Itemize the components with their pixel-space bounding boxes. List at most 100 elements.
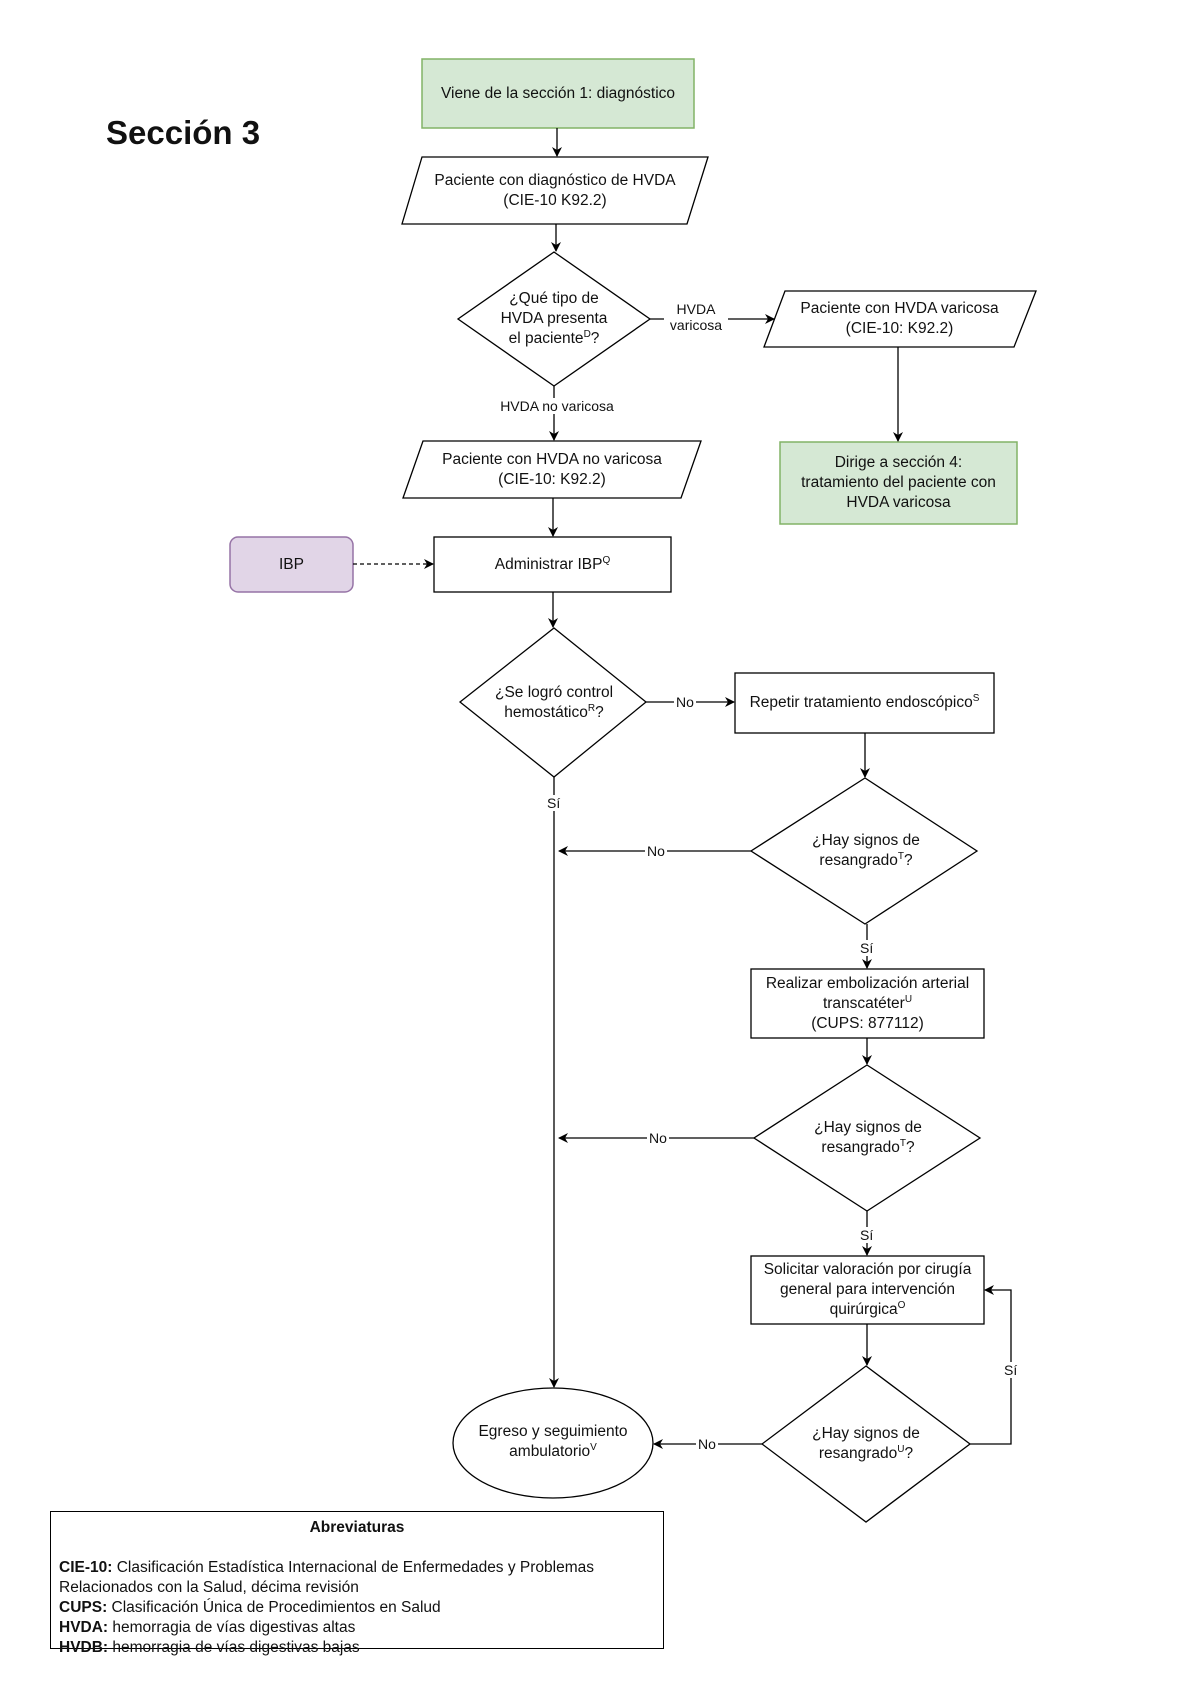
- abbreviation-definition: Relacionados con la Salud, décima revisi…: [59, 1579, 359, 1596]
- administer-label: Administrar IBPQ: [434, 537, 671, 592]
- egress-line1: Egreso y seguimiento: [478, 1423, 628, 1440]
- administer-line: Administrar IBPQ: [495, 555, 610, 575]
- abbreviation-definition: hemorragia de vías digestivas bajas: [108, 1639, 360, 1656]
- hvda-patient-label: Paciente con diagnóstico de HVDA (CIE-10…: [412, 157, 698, 224]
- rebleed1-label: ¿Hay signos de resangradoT?: [786, 828, 946, 874]
- abbreviation-item: CIE-10: Clasificación Estadística Intern…: [59, 1558, 655, 1578]
- embolization-box: [750, 968, 985, 1039]
- non-varicose-parallelogram: [402, 440, 702, 499]
- control-question-mark: ?: [595, 704, 604, 721]
- surgery-line2: general para intervención: [780, 1281, 955, 1298]
- non-varicose-label: Paciente con HVDA no varicosa (CIE-10: K…: [413, 441, 691, 498]
- edge-label-hvda-no-varicosa: HVDA no varicosa: [494, 398, 620, 414]
- type-question-mark: ?: [590, 330, 600, 347]
- abbreviation-item: Relacionados con la Salud, décima revisi…: [59, 1578, 655, 1598]
- type-question-line3: el pacienteD?: [509, 329, 600, 349]
- repeat-box: [734, 672, 995, 734]
- surgery-text: quirúrgica: [829, 1301, 898, 1318]
- edge-label-rebleed2-no: No: [647, 1130, 669, 1146]
- abbreviation-definition: Clasificación Única de Procedimientos en…: [107, 1599, 441, 1616]
- repeat-text: Repetir tratamiento endoscópico: [749, 694, 973, 711]
- abbreviation-item: HVDA: hemorragia de vías digestivas alta…: [59, 1618, 655, 1638]
- control-question-line2: hemostáticoR?: [504, 703, 603, 723]
- rebleed1-superscript: T: [897, 850, 904, 862]
- section4-line2: tratamiento del paciente con: [801, 474, 996, 491]
- varicose-line2: (CIE-10: K92.2): [845, 320, 954, 337]
- abbreviation-term: HVDB:: [59, 1639, 109, 1656]
- rebleed2-line2: resangradoT?: [821, 1138, 914, 1158]
- type-question-line2: HVDA presenta: [500, 310, 608, 327]
- abbreviation-definition: hemorragia de vías digestivas altas: [108, 1619, 356, 1636]
- repeat-label: Repetir tratamiento endoscópicoS: [735, 673, 994, 733]
- rebleed2-mark: ?: [905, 1139, 915, 1156]
- varicose-parallelogram: [763, 290, 1037, 348]
- surgery-superscript: O: [897, 1299, 906, 1311]
- rebleed2-label: ¿Hay signos de resangradoT?: [788, 1115, 948, 1161]
- administer-superscript: Q: [602, 554, 611, 566]
- edge-label-rebleed1-no: No: [645, 843, 667, 859]
- rebleed3-text: resangrado: [818, 1445, 898, 1462]
- egress-text: ambulatorio: [509, 1443, 591, 1460]
- edge-label-rebleed3-no: No: [696, 1436, 718, 1452]
- embolization-superscript: U: [904, 993, 913, 1005]
- embolization-label: Realizar embolización arterial transcaté…: [751, 969, 984, 1038]
- rebleed1-line2: resangradoT?: [819, 851, 912, 871]
- egress-superscript: V: [590, 1441, 597, 1453]
- rebleed2-superscript: T: [899, 1137, 906, 1149]
- start-box: [421, 58, 695, 129]
- abbreviation-item: CUPS: Clasificación Única de Procedimien…: [59, 1598, 655, 1618]
- surgery-label: Solicitar valoración por cirugía general…: [751, 1256, 984, 1324]
- ibp-text: IBP: [279, 555, 304, 573]
- embolization-line3: (CUPS: 877112): [811, 1014, 924, 1032]
- abbreviation-definition: Clasificación Estadística Internacional …: [112, 1559, 595, 1576]
- control-question-superscript: R: [587, 702, 596, 714]
- rebleed3-line2: resangradoU?: [819, 1444, 913, 1464]
- administer-text: Administrar IBP: [494, 555, 603, 573]
- rebleed3-label: ¿Hay signos de resangradoU?: [786, 1421, 946, 1467]
- start-text: Viene de la sección 1: diagnóstico: [440, 84, 676, 102]
- surgery-box: [750, 1255, 985, 1325]
- surgery-line1: Solicitar valoración por cirugía: [763, 1261, 972, 1278]
- varicose-line1: Paciente con HVDA varicosa: [800, 300, 999, 317]
- egress-line2: ambulatorioV: [509, 1442, 597, 1462]
- non-varicose-line2: (CIE-10: K92.2): [498, 470, 606, 488]
- repeat-line: Repetir tratamiento endoscópicoS: [750, 693, 980, 713]
- section4-box: [779, 441, 1018, 525]
- egress-label: Egreso y seguimiento ambulatorioV: [463, 1415, 643, 1469]
- abbreviation-item: HVDB: hemorragia de vías digestivas baja…: [59, 1638, 655, 1658]
- section4-label: Dirige a sección 4: tratamiento del paci…: [780, 442, 1017, 524]
- abbreviation-term: CUPS:: [59, 1599, 108, 1616]
- embolization-line2: transcatéterU: [823, 994, 912, 1014]
- non-varicose-line1: Paciente con HVDA no varicosa: [442, 450, 662, 468]
- type-question-line1: ¿Qué tipo de: [509, 290, 599, 307]
- rebleed3-mark: ?: [904, 1445, 914, 1462]
- ibp-label: IBP: [230, 537, 353, 592]
- section-title: Sección 3: [106, 114, 261, 151]
- type-question-superscript: D: [583, 328, 591, 340]
- surgery-line3: quirúrgicaO: [830, 1300, 906, 1320]
- rebleed1-decision-diamond: [749, 777, 979, 925]
- embolization-text: transcatéter: [822, 994, 905, 1012]
- rebleed1-text: resangrado: [819, 852, 898, 869]
- hvda-patient-line1: Paciente con diagnóstico de HVDA: [434, 171, 676, 189]
- edge-label-control-si: Sí: [545, 795, 563, 811]
- rebleed3-line1: ¿Hay signos de: [812, 1425, 920, 1442]
- rebleed2-text: resangrado: [821, 1139, 900, 1156]
- edge-label-hvda-varicosa-line2: varicosa: [669, 317, 723, 333]
- abbreviations-box: Abreviaturas CIE-10: Clasificación Estad…: [50, 1511, 664, 1656]
- edge-label-rebleed3-si: Sí: [1002, 1362, 1020, 1378]
- rebleed1-mark: ?: [903, 852, 913, 869]
- edge-label-rebleed1-si: Sí: [858, 940, 876, 956]
- control-question-label: ¿Se logró control hemostáticoR?: [474, 680, 634, 726]
- section4-line1: Dirige a sección 4:: [834, 454, 963, 471]
- repeat-superscript: S: [972, 692, 980, 704]
- hvda-patient-parallelogram: [401, 156, 709, 225]
- edge-label-control-no: No: [674, 694, 696, 710]
- abbreviation-term: CIE-10:: [59, 1559, 113, 1576]
- control-question-line1: ¿Se logró control: [494, 684, 614, 701]
- hvda-patient-line2: (CIE-10 K92.2): [503, 191, 607, 209]
- type-question-label: ¿Qué tipo de HVDA presenta el pacienteD?: [474, 284, 634, 354]
- rebleed1-line1: ¿Hay signos de: [812, 832, 920, 849]
- section4-line3: HVDA varicosa: [846, 494, 951, 511]
